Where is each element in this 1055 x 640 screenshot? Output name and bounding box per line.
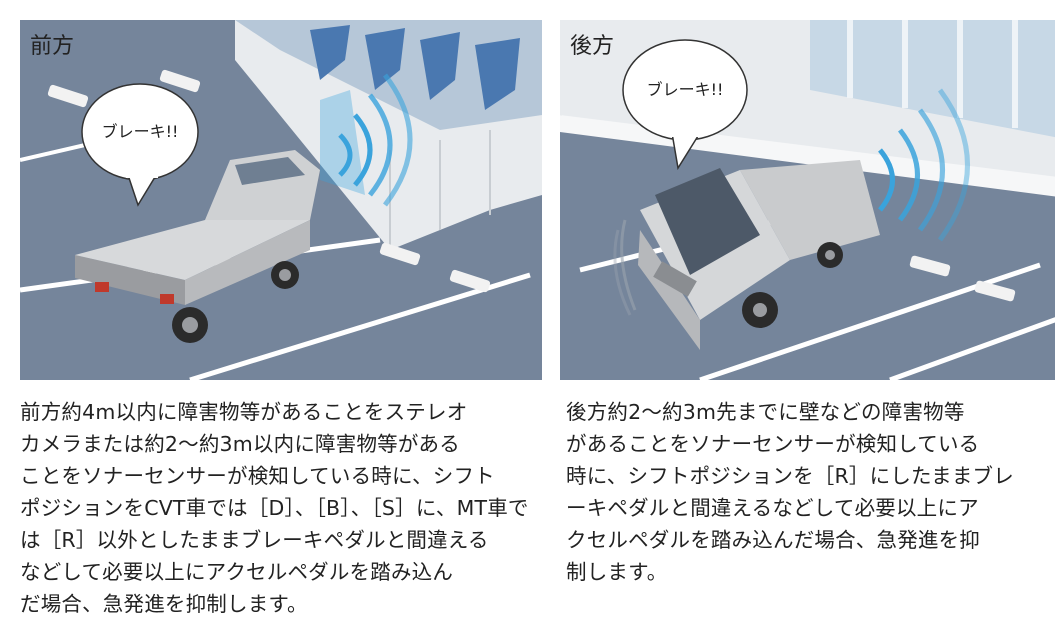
front-desc-line: ポジションをCVT車では［D］、［B］、［S］に、MT車で: [20, 496, 529, 520]
front-desc-line: は［R］以外としたままブレーキペダルと間違える: [20, 528, 489, 552]
rear-description: 後方約2〜約3m先までに壁などの障害物等 があることをソナーセンサーが検知してい…: [566, 396, 1036, 588]
front-description: 前方約4m以内に障害物等があることをステレオ カメラまたは約2〜約3m以内に障害…: [20, 396, 542, 620]
front-label: 前方: [30, 34, 75, 59]
rear-desc-line: ーキペダルと間違えるなどして必要以上にア: [566, 496, 979, 520]
rear-illustration: ブレーキ!! 後方: [560, 20, 1055, 380]
rear-desc-line: 後方約2〜約3m先までに壁などの障害物等: [566, 400, 965, 424]
rear-desc-line: 制します。: [566, 560, 668, 584]
rear-desc-line: クセルペダルを踏み込んだ場合、急発進を抑: [566, 528, 980, 552]
front-scene: ブレーキ!!: [20, 20, 542, 380]
front-illustration: ブレーキ!! 前方: [20, 20, 542, 380]
rear-desc-line: があることをソナーセンサーが検知している: [566, 432, 980, 456]
rear-bubble-text: ブレーキ!!: [647, 80, 724, 99]
front-desc-line: ことをソナーセンサーが検知している時に、シフト: [20, 464, 495, 488]
rear-desc-line: 時に、シフトポジションを［R］にしたままブレ: [566, 464, 1014, 488]
front-desc-line: などして必要以上にアクセルペダルを踏み込ん: [20, 560, 454, 584]
rear-scene: ブレーキ!!: [560, 20, 1055, 380]
front-desc-line: 前方約4m以内に障害物等があることをステレオ: [20, 400, 468, 424]
front-desc-line: カメラまたは約2〜約3m以内に障害物等がある: [20, 432, 460, 456]
front-desc-line: だ場合、急発進を抑制します。: [20, 592, 308, 616]
front-bubble-text: ブレーキ!!: [102, 122, 179, 141]
rear-label: 後方: [570, 34, 615, 59]
